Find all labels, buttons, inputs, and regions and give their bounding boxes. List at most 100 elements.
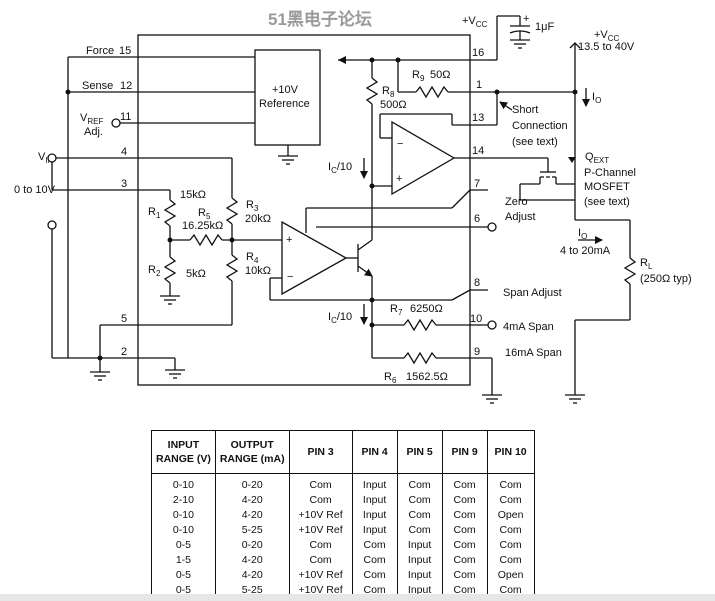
header-pin3: PIN 3 — [288, 430, 353, 474]
zero-adjust-label-1: Zero — [505, 196, 528, 208]
capacitor-value: 1μF — [535, 21, 554, 33]
input-amp-plus: + — [286, 234, 292, 246]
table-cell: 0-10 — [151, 508, 216, 523]
output-op-amp — [391, 120, 456, 196]
pin-number-14: 14 — [472, 145, 484, 157]
reference-line2: Reference — [259, 98, 310, 110]
output-npn-transistor — [357, 186, 373, 300]
pin4-input-terminal[interactable] — [47, 153, 57, 163]
short-connection-label-1: Short — [512, 104, 538, 116]
table-cell: Com — [351, 553, 398, 568]
pin-number-9: 9 — [474, 346, 480, 358]
table-cell: 2-10 — [151, 493, 216, 508]
vcc-top-label: +VCC — [462, 15, 488, 29]
span-4ma-label: 4mA Span — [503, 321, 554, 333]
force-sense-wiring — [65, 56, 255, 358]
pin-number-3: 3 — [121, 178, 127, 190]
table-cell: Input — [351, 523, 398, 538]
r1-resistor — [163, 199, 177, 227]
r4-value: 10kΩ — [245, 265, 271, 277]
pin5-input-terminal[interactable] — [47, 220, 57, 230]
table-cell: Com — [486, 538, 535, 553]
r1-label: R1 — [148, 206, 161, 220]
table-cell: Input — [351, 473, 398, 493]
mosfet-label-2: MOSFET — [584, 181, 630, 193]
span-4ma-terminal[interactable] — [487, 320, 497, 330]
table-cell: Com — [288, 538, 353, 553]
table-cell: 4-20 — [214, 508, 290, 523]
short-connection-label-2: Connection — [512, 120, 568, 132]
table-cell: Com — [396, 523, 443, 538]
output-amp-minus: − — [397, 138, 403, 150]
input-amp-minus: − — [287, 271, 293, 283]
table-cell: 0-5 — [151, 568, 216, 583]
table-cell: Input — [351, 493, 398, 508]
table-cell: Open — [486, 508, 535, 523]
table-cell: Com — [396, 493, 443, 508]
reference-line1: +10V — [272, 84, 299, 96]
vref-adj-terminal[interactable] — [111, 118, 121, 128]
table-cell: Com — [441, 493, 488, 508]
table-cell: 0-20 — [214, 538, 290, 553]
pin-number-16: 16 — [472, 47, 484, 59]
r7-resistor — [403, 318, 437, 332]
watermark: 51黑电子论坛 — [268, 9, 372, 29]
table-cell: Com — [486, 523, 535, 538]
r7-value: 6250Ω — [410, 303, 443, 315]
reference-ground — [278, 145, 298, 165]
header-pin10: PIN 10 — [486, 430, 535, 474]
r4-label: R4 — [246, 251, 259, 265]
header-pin4: PIN 4 — [351, 430, 398, 474]
bottom-scroll-strip — [0, 594, 715, 601]
p-channel-mosfet — [519, 92, 576, 220]
table-cell: Com — [441, 508, 488, 523]
ground-symbol-r2 — [160, 295, 180, 305]
zero-adjust-terminal[interactable] — [487, 222, 497, 232]
ic-upper-label: IC/10 — [328, 161, 352, 175]
table-cell: Com — [486, 553, 535, 568]
r5-resistor — [189, 233, 223, 247]
r3-resistor — [225, 197, 239, 225]
r8-label: R8 — [382, 85, 395, 99]
io-output-range: 4 to 20mA — [560, 245, 611, 257]
pin-number-1: 1 — [476, 79, 482, 91]
input-op-amp — [281, 220, 348, 296]
r8-value: 500Ω — [380, 99, 407, 111]
io-top-label: IO — [592, 91, 601, 105]
pin-number-4: 4 — [121, 146, 127, 158]
r9-resistor — [415, 85, 449, 99]
table-cell: 0-10 — [151, 523, 216, 538]
table-cell: Com — [441, 538, 488, 553]
output-amp-plus: + — [396, 173, 402, 185]
table-cell: Com — [441, 523, 488, 538]
table-cell: Input — [396, 538, 443, 553]
short-connection-label-3: (see text) — [512, 136, 558, 148]
table-cell: Com — [441, 568, 488, 583]
vcc-right-range: 13.5 to 40V — [578, 41, 635, 53]
table-cell: Open — [486, 568, 535, 583]
r5-value: 16.25kΩ — [182, 220, 223, 232]
table-cell: Com — [288, 493, 353, 508]
table-cell: 0-5 — [151, 538, 216, 553]
qext-label: QEXT — [585, 151, 609, 165]
rl-load-resistor — [623, 257, 637, 285]
io-output-label: IO — [578, 227, 587, 241]
table-cell: 1-5 — [151, 553, 216, 568]
r6-resistor — [403, 351, 437, 365]
table-cell: Input — [396, 568, 443, 583]
r5-label: R5 — [198, 207, 211, 221]
table-cell: +10V Ref — [288, 523, 353, 538]
pin-number-8: 8 — [474, 277, 480, 289]
pin-label-force: Force — [86, 45, 114, 57]
rl-label: RL — [640, 257, 653, 271]
table-cell: Com — [396, 508, 443, 523]
